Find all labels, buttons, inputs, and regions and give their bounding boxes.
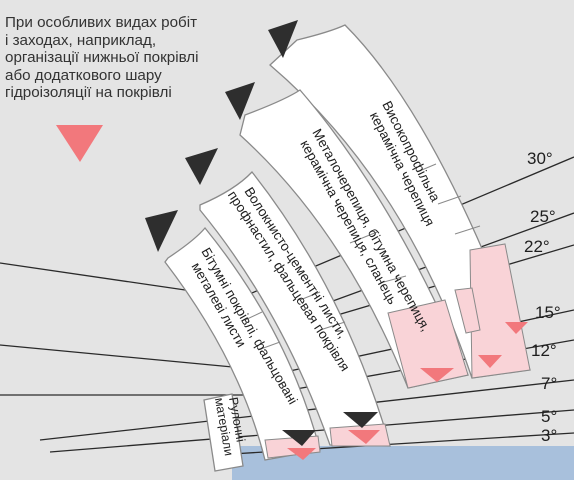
arrow-dark-icon (268, 20, 298, 58)
tick (244, 311, 263, 321)
arrow-dark-icon (343, 412, 378, 428)
special-zone-metal-tiles (387, 299, 469, 389)
special-zone-high-profile (469, 243, 531, 379)
arrow-dark-icon (145, 210, 178, 252)
angle-label-25: 25° (530, 207, 556, 226)
tick (454, 225, 481, 235)
legend-pink-triangle-icon (56, 125, 103, 162)
note-line: або додаткового шару (5, 66, 162, 84)
band-ticks (244, 163, 481, 351)
tick (437, 195, 462, 205)
angle-label-12: 12° (531, 341, 557, 360)
angle-label-7: 7° (541, 374, 557, 393)
tick (379, 275, 407, 284)
angle-label-5: 5° (541, 407, 557, 426)
note-line: і заходах, наприклад, (5, 31, 157, 49)
arrow-dark-icon (282, 430, 316, 446)
band-fiber-cement (199, 171, 391, 447)
angle-label-22: 22° (524, 237, 550, 256)
marker-pink-icon (287, 448, 316, 460)
arrow-dark-icon (225, 82, 255, 120)
marker-pink-icon (420, 368, 454, 382)
tick (257, 341, 281, 351)
angle-label-30: 30° (527, 149, 553, 168)
angle-label-15: 15° (535, 303, 561, 322)
angle-label-3: 3° (541, 426, 557, 445)
band-rolled (203, 393, 244, 472)
zone-label-rolled: Рулонні матеріали (212, 394, 250, 457)
pink-markers (287, 322, 528, 460)
marker-pink-icon (348, 430, 380, 444)
tick (416, 163, 437, 173)
note-line: гідроізоляції на покрівлі (5, 84, 172, 101)
marker-pink-icon (478, 355, 502, 368)
tick (349, 231, 378, 244)
special-measures-zones (264, 243, 531, 459)
tick (319, 321, 346, 331)
special-zone-metal-upper (454, 287, 481, 334)
band-bitumen (164, 226, 321, 461)
tick (299, 291, 321, 301)
note-line: організації нижньої покрівлі (5, 49, 199, 66)
arrow-dark-icon (185, 148, 218, 185)
angle-labels: 30° 25° 22° 15° 12° 7° 5° 3° (524, 149, 561, 445)
special-measures-note: При особливих видах робіт і заходах, нап… (5, 14, 250, 102)
marker-pink-icon (505, 322, 528, 334)
note-line: При особливих видах робіт (5, 14, 198, 31)
band-direction-markers (145, 20, 378, 446)
